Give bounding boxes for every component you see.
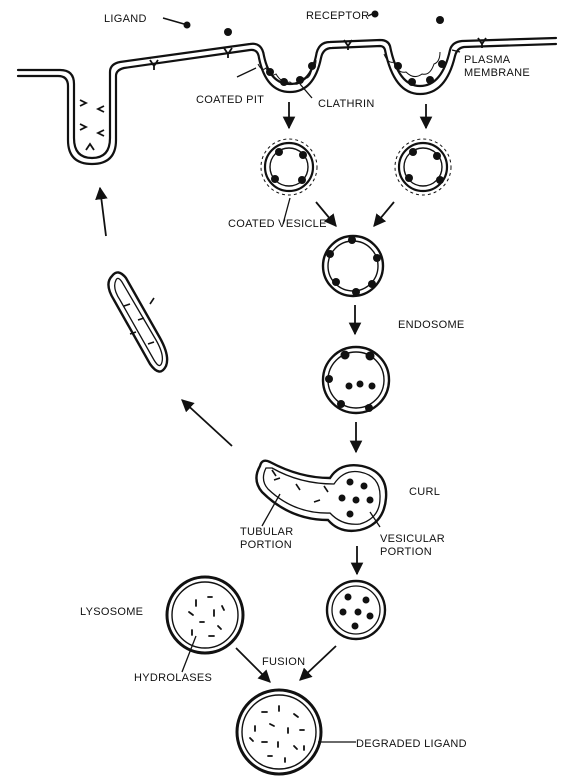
lysosome — [167, 577, 243, 653]
degraded-ligand-vesicle — [237, 690, 321, 774]
leader-lines — [182, 14, 460, 742]
label-curl: CURL — [409, 486, 440, 498]
label-tubular: TUBULAR — [240, 526, 293, 538]
endosome-early — [323, 236, 383, 296]
recycling-tubule — [108, 272, 167, 371]
label-coated-pit: COATED PIT — [196, 94, 264, 106]
label-hydrolases: HYDROLASES — [134, 672, 212, 684]
label-vesicular: VESICULAR — [380, 533, 445, 545]
coated-vesicle-left — [261, 139, 317, 195]
ligand-leader — [163, 18, 184, 24]
label-plasma: PLASMA — [464, 54, 510, 66]
vesicular-portion-vesicle — [327, 581, 385, 639]
label-ligand: LIGAND — [104, 13, 147, 25]
flow-arrows — [100, 102, 426, 682]
label-receptor: RECEPTOR — [306, 10, 369, 22]
label-fusion: FUSION — [262, 656, 305, 668]
label-tubular-portion: PORTION — [240, 539, 292, 551]
coated-vesicle-right — [395, 139, 451, 195]
label-coated-vesicle: COATED VESICLE — [228, 218, 327, 230]
label-endosome: ENDOSOME — [398, 319, 465, 331]
label-degraded-ligand: DEGRADED LIGAND — [356, 738, 467, 750]
coated-pit-ligands — [266, 60, 446, 86]
label-clathrin: CLATHRIN — [318, 98, 375, 110]
label-vesicular-portion: PORTION — [380, 546, 432, 558]
endosome-late — [323, 347, 389, 413]
label-lysosome: LYSOSOME — [80, 606, 143, 618]
curl-compartment — [256, 461, 386, 531]
label-membrane: MEMBRANE — [464, 67, 530, 79]
